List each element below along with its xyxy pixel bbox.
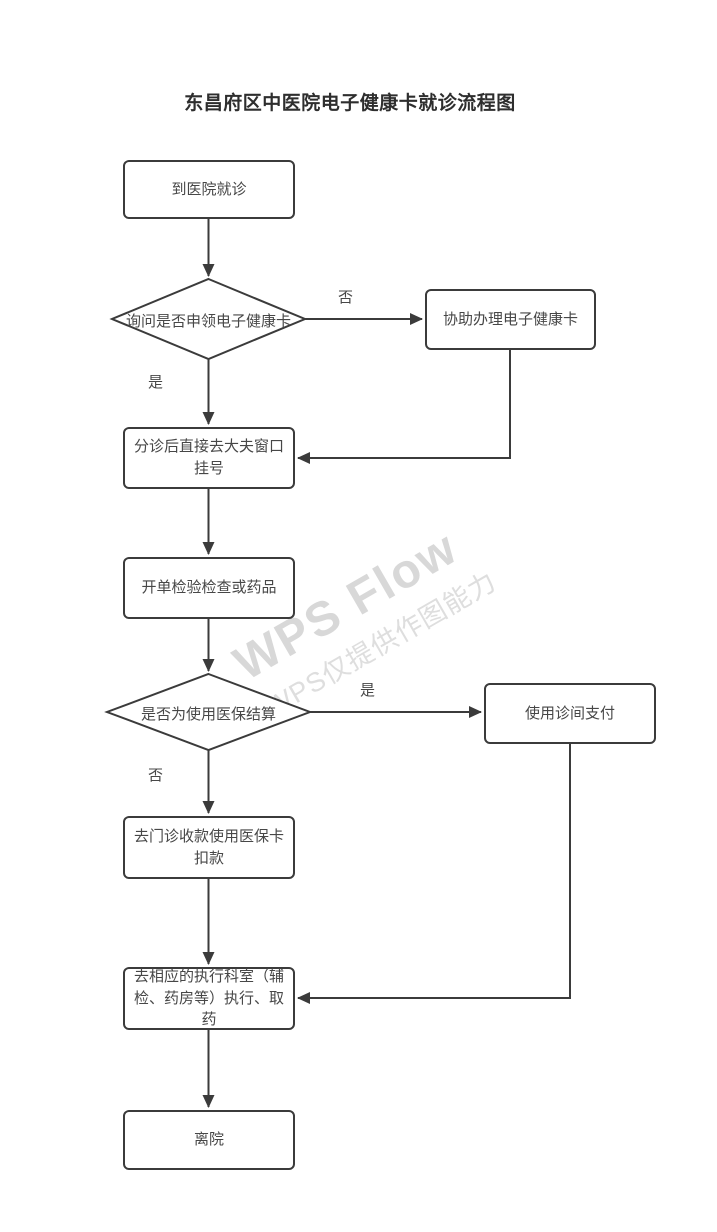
node-start: 到医院就诊 [123, 160, 295, 219]
node-leave-label: 离院 [193, 1131, 224, 1149]
node-clinic-pay: 使用诊间支付 [484, 683, 656, 744]
edge-label-ask-card-yes: 是 [148, 374, 164, 391]
node-outpatient-pay-label: 去门诊收款使用医保卡扣款 [133, 827, 284, 867]
decision-insurance-shape [104, 672, 313, 752]
edge-label-insurance-no: 否 [148, 767, 164, 784]
node-assist-card-label: 协助办理电子健康卡 [442, 310, 578, 328]
edge-label-insurance-yes: 是 [360, 682, 376, 699]
node-outpatient-pay: 去门诊收款使用医保卡扣款 [123, 816, 295, 879]
node-execute-dept-label: 去相应的执行科室（辅检、药房等）执行、取药 [133, 967, 284, 1029]
connector-assist-to-triage [297, 350, 511, 464]
flowchart-title: 东昌府区中医院电子健康卡就诊流程图 [184, 93, 516, 114]
node-start-label: 到医院就诊 [171, 180, 247, 198]
decision-ask-card-label: 询问是否申领电子健康卡 [125, 313, 291, 330]
node-execute-dept: 去相应的执行科室（辅检、药房等）执行、取药 [123, 967, 295, 1030]
node-leave: 离院 [123, 1110, 295, 1170]
node-assist-card: 协助办理电子健康卡 [425, 289, 596, 350]
connector-clinicpay-to-execute [297, 744, 571, 1004]
node-order-tests: 开单检验检查或药品 [123, 557, 295, 619]
node-clinic-pay-label: 使用诊间支付 [524, 704, 615, 722]
edge-label-ask-card-no: 否 [338, 289, 354, 306]
node-triage-register: 分诊后直接去大夫窗口挂号 [123, 427, 295, 489]
node-order-tests-label: 开单检验检查或药品 [141, 579, 277, 597]
decision-ask-card-shape [109, 277, 308, 361]
decision-insurance-label: 是否为使用医保结算 [140, 706, 276, 723]
node-triage-register-label: 分诊后直接去大夫窗口挂号 [133, 438, 284, 477]
